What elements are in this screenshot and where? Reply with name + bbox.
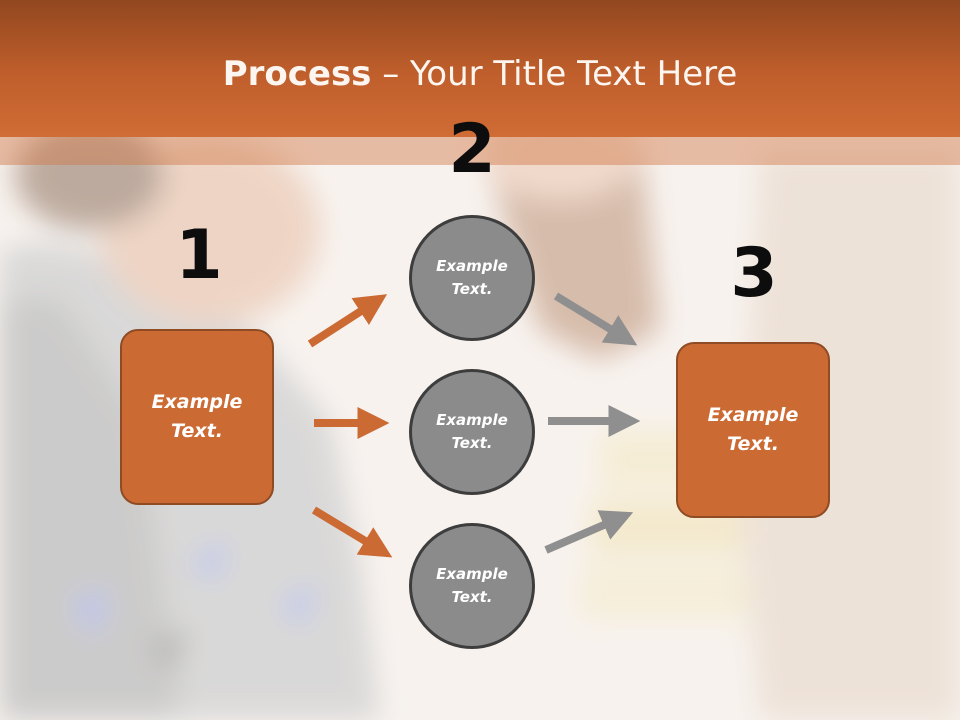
step-box-3: Example Text. xyxy=(676,342,830,518)
step-number-3: 3 xyxy=(730,234,778,313)
process-circle-middle-text: Example Text. xyxy=(436,411,508,452)
arrow-from-bottom-circle xyxy=(544,510,634,554)
step-box-1: Example Text. xyxy=(120,329,274,505)
step-box-1-text: Example Text. xyxy=(151,391,243,442)
step-box-3-text: Example Text. xyxy=(707,404,799,455)
title-strip xyxy=(0,137,960,165)
process-circle-top-text: Example Text. xyxy=(436,257,508,298)
arrow-to-bottom-circle xyxy=(311,506,393,558)
process-circle-middle: Example Text. xyxy=(409,369,535,495)
step-number-2: 2 xyxy=(448,110,496,189)
title-bold: Process xyxy=(222,54,372,94)
slide-title: Process – Your Title Text Here xyxy=(0,54,960,94)
title-rest: – Your Title Text Here xyxy=(371,54,738,94)
process-circle-bottom-text: Example Text. xyxy=(436,565,508,606)
step-number-1: 1 xyxy=(175,216,223,295)
process-circle-top: Example Text. xyxy=(409,215,535,341)
process-circle-bottom: Example Text. xyxy=(409,523,535,649)
arrow-from-top-circle xyxy=(553,292,638,346)
arrow-to-top-circle xyxy=(307,294,388,348)
title-band xyxy=(0,0,960,137)
